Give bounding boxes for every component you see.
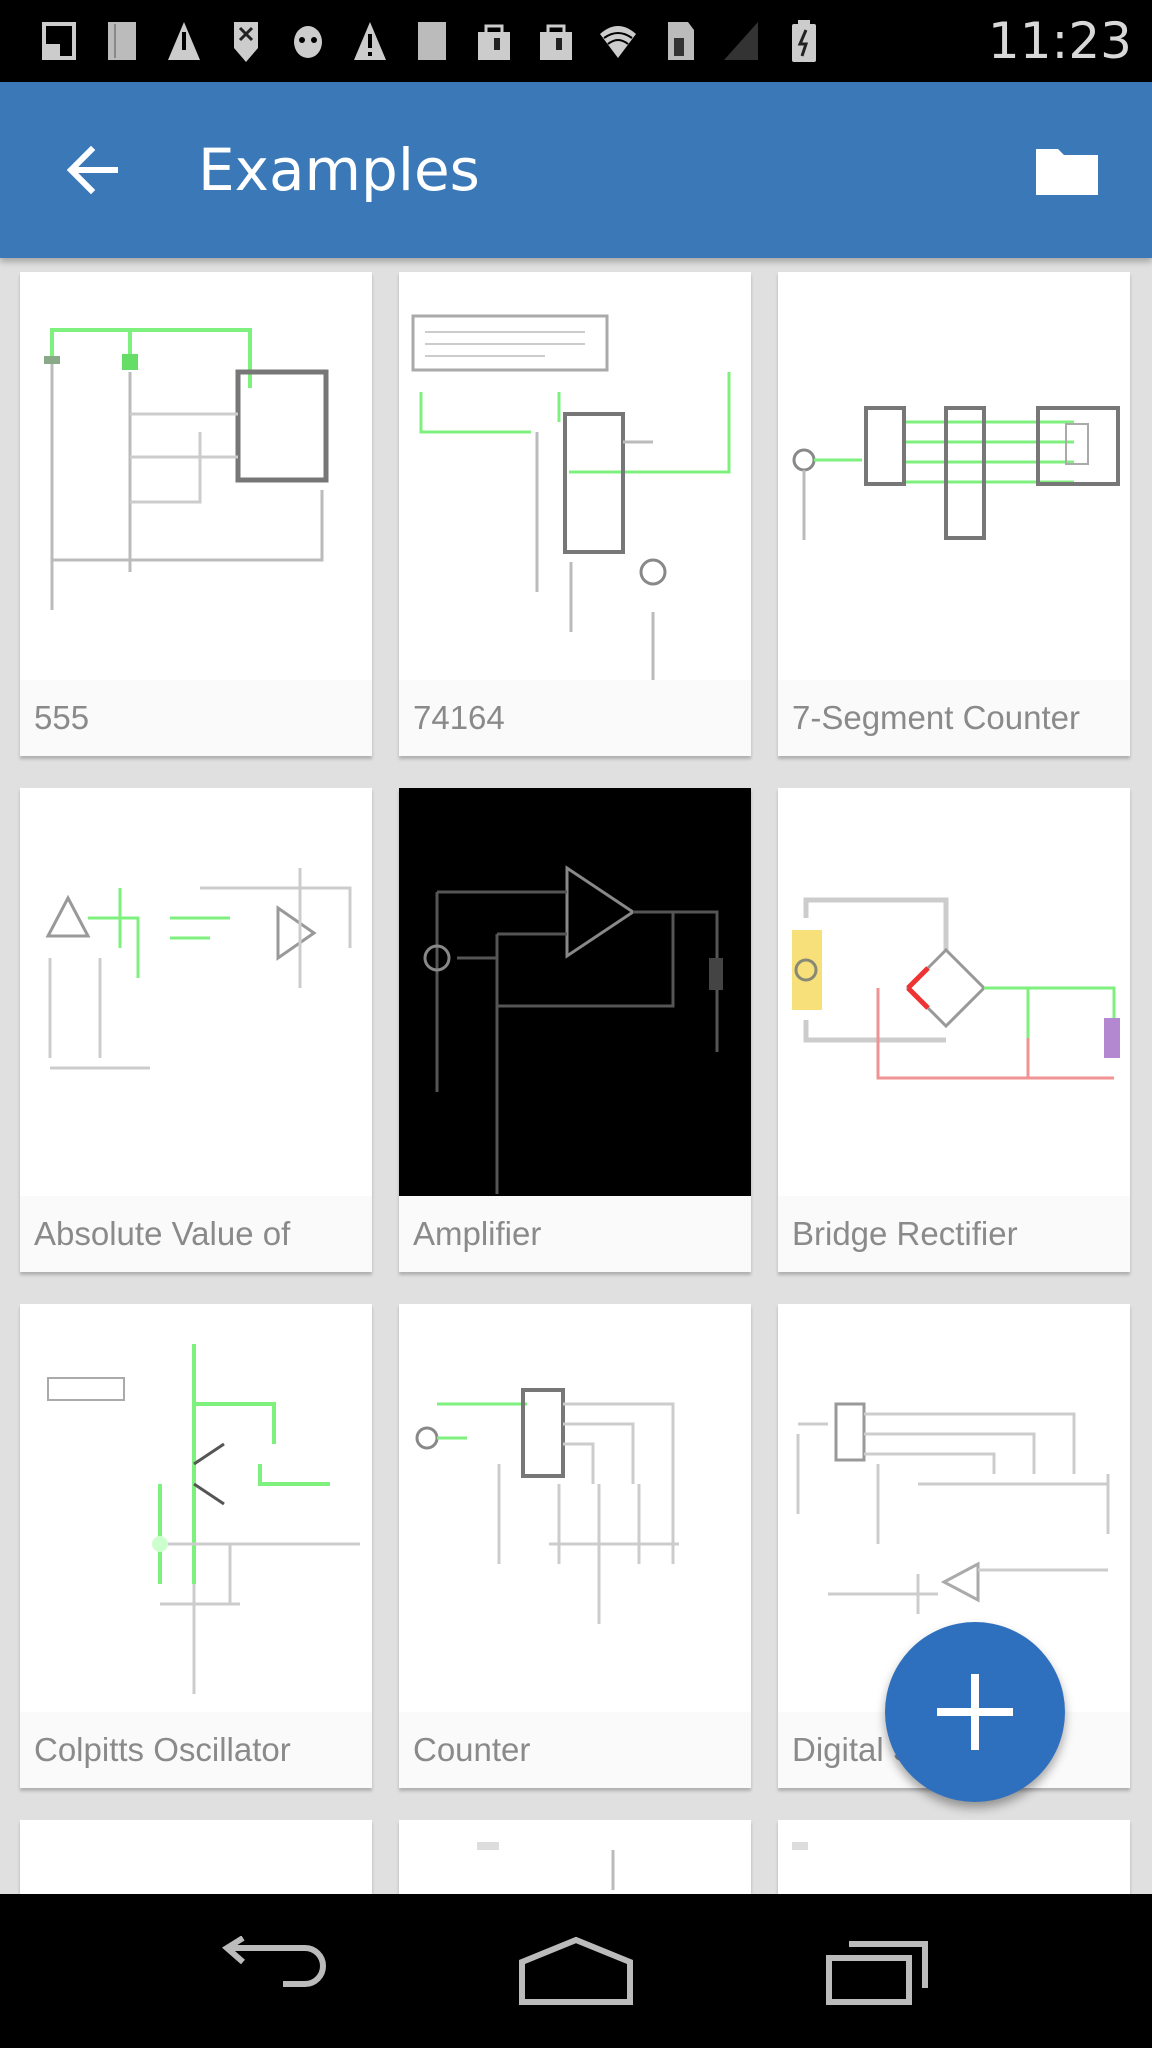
examples-grid[interactable]: 555 74164 7-Seg (0, 258, 1152, 1894)
clock: 11:23 (987, 12, 1132, 70)
example-card-555[interactable]: 555 (20, 272, 372, 756)
circuit-thumbnail (778, 788, 1130, 1196)
example-label: Absolute Value of (20, 1196, 372, 1272)
shopping-bag-icon (536, 17, 576, 65)
example-card[interactable] (20, 1820, 372, 1894)
circuit-thumbnail (20, 788, 372, 1196)
example-card-amplifier[interactable]: Amplifier (399, 788, 751, 1272)
battery-icon (784, 17, 824, 65)
example-card[interactable] (399, 1820, 751, 1894)
android-icon (288, 17, 328, 65)
sim-card-icon (102, 17, 142, 65)
document-icon (412, 17, 452, 65)
status-bar: 11:23 (0, 0, 1152, 82)
example-label: Amplifier (399, 1196, 751, 1272)
example-card[interactable] (778, 1820, 1130, 1894)
notification-icons (40, 17, 988, 65)
example-card-bridge-rectifier[interactable]: Bridge Rectifier (778, 788, 1130, 1272)
home-icon (519, 1936, 633, 2005)
sd-card-icon (660, 17, 700, 65)
plus-icon (937, 1674, 1013, 1750)
example-label: 555 (20, 680, 372, 756)
example-label: 74164 (399, 680, 751, 756)
arrow-left-icon (66, 145, 118, 195)
example-card-absolute-value[interactable]: Absolute Value of (20, 788, 372, 1272)
circuit-thumbnail (399, 1304, 751, 1712)
back-icon (221, 1936, 326, 1987)
alert-triangle-icon (164, 17, 204, 65)
wifi-icon (598, 17, 638, 65)
circuit-thumbnail (399, 788, 751, 1196)
open-folder-button[interactable] (1022, 125, 1112, 215)
circuit-thumbnail (399, 272, 751, 680)
example-card-74164[interactable]: 74164 (399, 272, 751, 756)
circuit-thumbnail (778, 272, 1130, 680)
nav-recents-button[interactable] (810, 1921, 950, 2021)
system-nav-bar (0, 1894, 1152, 2048)
shopping-bag-icon (474, 17, 514, 65)
circuit-thumbnail (20, 272, 372, 680)
warning-icon (350, 17, 390, 65)
nav-home-button[interactable] (506, 1921, 646, 2021)
signal-icon (722, 17, 762, 65)
gallery-icon (40, 17, 80, 65)
nav-back-button[interactable] (202, 1921, 342, 2021)
example-card-counter[interactable]: Counter (399, 1304, 751, 1788)
example-card-7-segment-counter[interactable]: 7-Segment Counter (778, 272, 1130, 756)
example-card-colpitts-oscillator[interactable]: Colpitts Oscillator (20, 1304, 372, 1788)
circuit-thumbnail (20, 1304, 372, 1712)
circuit-thumbnail (20, 1820, 372, 1894)
back-button[interactable] (48, 125, 138, 215)
example-label: Bridge Rectifier (778, 1196, 1130, 1272)
recents-icon (826, 1941, 928, 2005)
add-circuit-button[interactable] (885, 1622, 1065, 1802)
page-title: Examples (198, 136, 480, 204)
shield-icon (226, 17, 266, 65)
circuit-thumbnail (399, 1820, 751, 1894)
example-label: Colpitts Oscillator (20, 1712, 372, 1788)
example-label: Counter (399, 1712, 751, 1788)
circuit-thumbnail (778, 1820, 1130, 1894)
example-label: 7-Segment Counter (778, 680, 1130, 756)
app-bar: Examples (0, 82, 1152, 258)
folder-icon (1036, 149, 1098, 195)
